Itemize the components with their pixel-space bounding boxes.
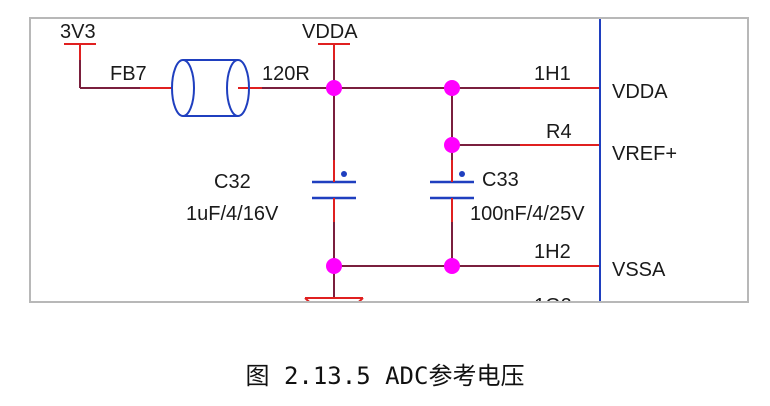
ferrite-bead-fb7 xyxy=(140,59,262,117)
label-3v3: 3V3 xyxy=(60,21,96,43)
junction-dot xyxy=(444,80,460,96)
capacitor-c33 xyxy=(430,160,474,222)
c33-polarity-dot xyxy=(459,171,465,177)
label-net-vssa: VSSA xyxy=(612,259,666,281)
label-c32: C32 xyxy=(214,171,251,193)
c32-polarity-dot xyxy=(341,171,347,177)
power-symbols xyxy=(64,43,364,302)
schematic-border xyxy=(29,17,749,303)
label-ferrite-value: 120R xyxy=(262,63,310,85)
label-c32-value: 1uF/4/16V xyxy=(186,203,279,225)
label-pin-r4: R4 xyxy=(546,121,572,143)
labels: 3V3 VDDA FB7 120R C32 1uF/4/16V C33 100n… xyxy=(60,21,677,317)
label-pin-1h2: 1H2 xyxy=(534,241,571,263)
label-pin-partial: 1G2 xyxy=(534,295,572,317)
ferrite-body-left xyxy=(171,59,195,117)
junction-dot xyxy=(444,137,460,153)
label-vdda-supply: VDDA xyxy=(302,21,358,43)
label-net-vref: VREF+ xyxy=(612,143,677,165)
ground-symbol-edge-right xyxy=(357,297,364,302)
junction-dot xyxy=(444,258,460,274)
figure-caption: 图 2.13.5 ADC参考电压 xyxy=(245,362,525,390)
junction-dot xyxy=(326,258,342,274)
label-c33-value: 100nF/4/25V xyxy=(470,203,585,225)
ground-symbol-edge-left xyxy=(304,297,311,302)
capacitor-c32 xyxy=(312,160,356,222)
label-c33: C33 xyxy=(482,169,519,191)
label-net-vdda: VDDA xyxy=(612,81,668,103)
ic-pin-stubs xyxy=(520,87,600,267)
schematic-diagram: 3V3 VDDA FB7 120R C32 1uF/4/16V C33 100n… xyxy=(29,17,749,317)
junctions xyxy=(326,80,460,274)
junction-dot xyxy=(326,80,342,96)
label-pin-1h1: 1H1 xyxy=(534,63,571,85)
label-fb7: FB7 xyxy=(110,63,147,85)
